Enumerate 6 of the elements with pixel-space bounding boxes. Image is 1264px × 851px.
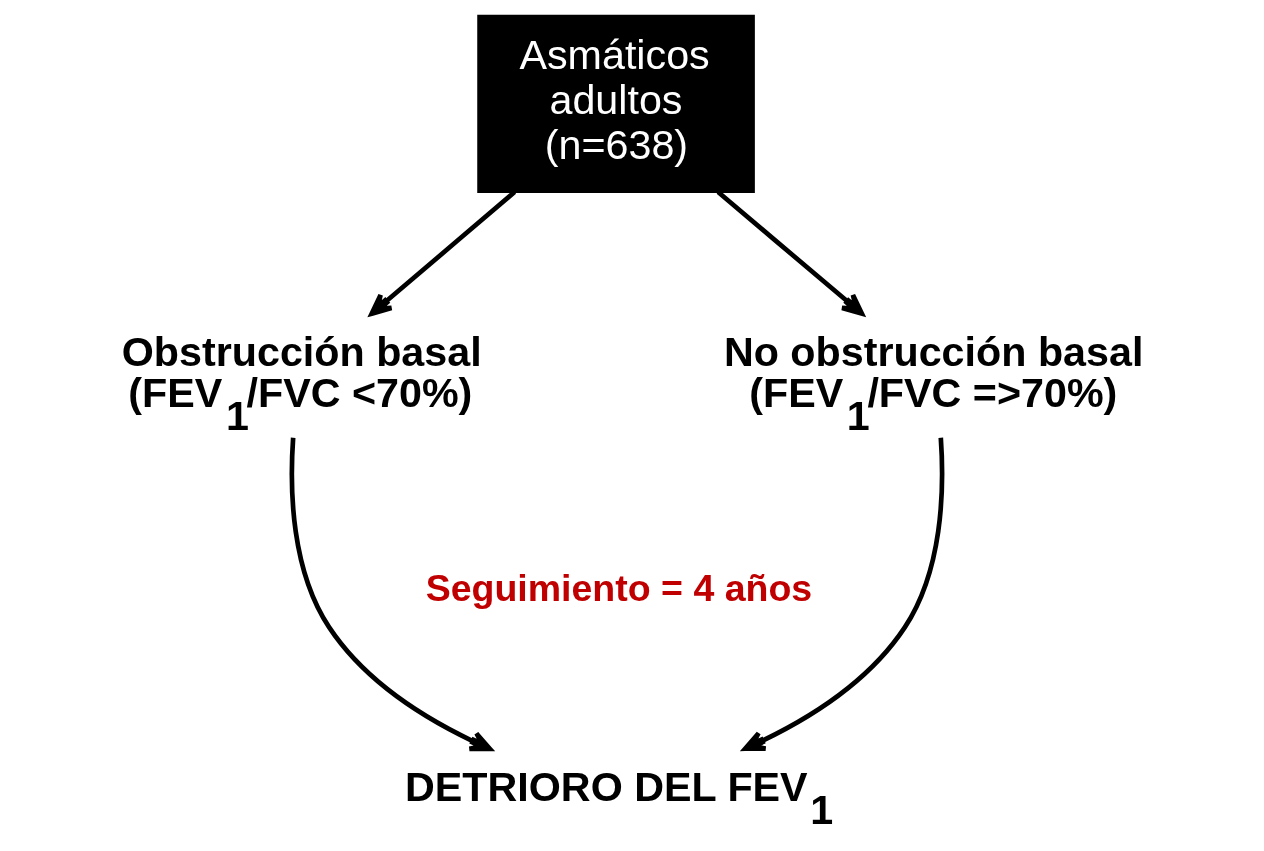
arrow (742, 437, 945, 752)
arrow (716, 190, 865, 316)
arrow (369, 190, 517, 316)
node-box: Asmáticos adultos (n=638) (477, 14, 755, 193)
arrow (289, 437, 493, 752)
label: Seguimiento = 4 años (425, 566, 813, 609)
